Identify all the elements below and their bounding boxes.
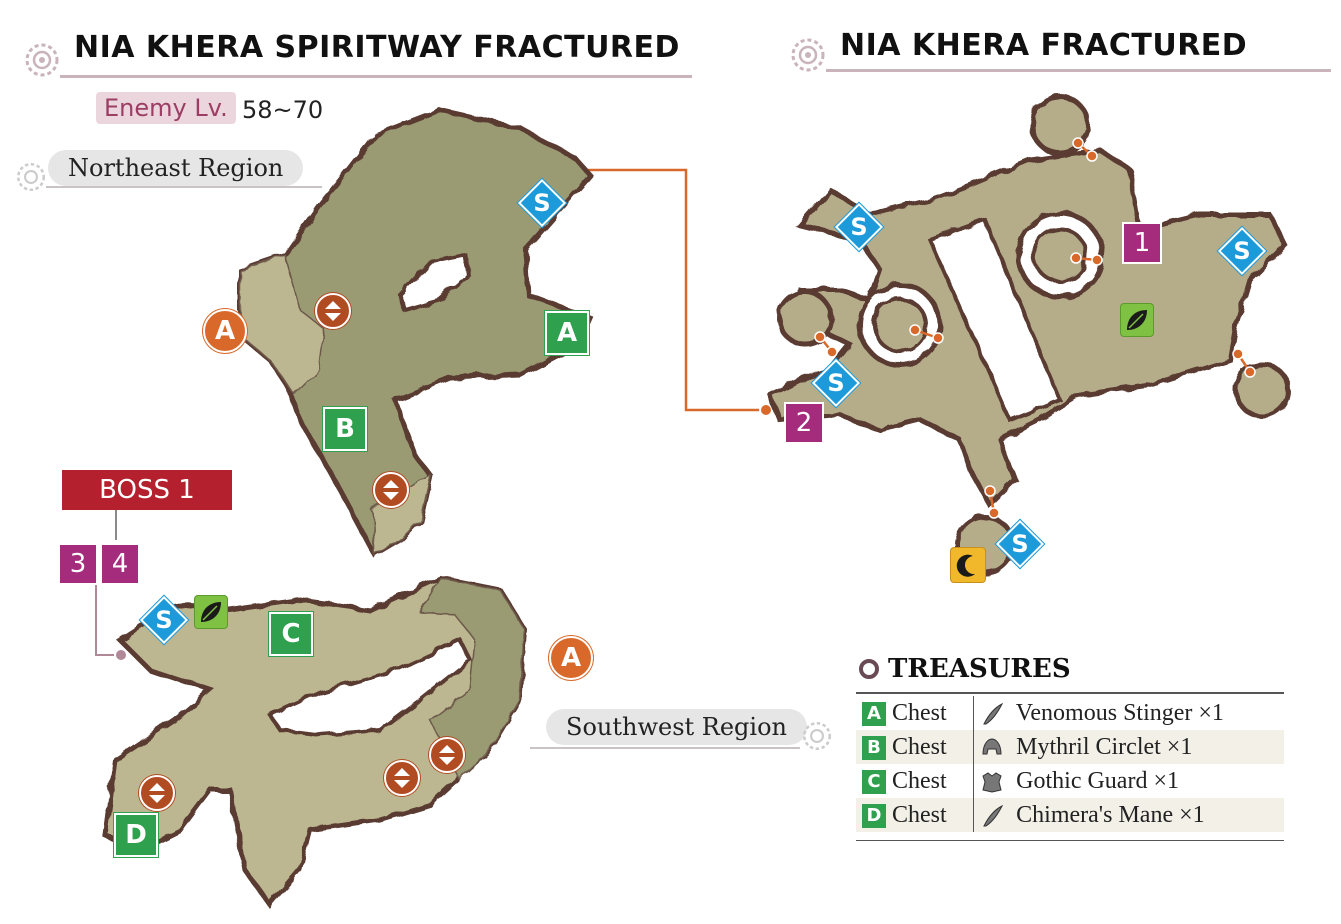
armor-icon: [982, 772, 1002, 793]
treasures-bottom-rule: [856, 840, 1284, 841]
treasure-item: Mythril Circlet ×1: [1016, 733, 1193, 760]
fractured-side-room-right: [1233, 361, 1291, 419]
save-point-letter: S: [1233, 237, 1251, 265]
table-row: A Chest Venomous Stinger ×1: [856, 696, 1284, 730]
chest-marker-d[interactable]: D: [114, 813, 158, 857]
leaf-icon[interactable]: [194, 595, 228, 629]
orange-marker-a[interactable]: A: [203, 309, 247, 353]
treasure-item: Gothic Guard ×1: [1016, 767, 1179, 794]
treasure-type-cell: C Chest: [856, 764, 975, 798]
chest-letter-badge: D: [862, 803, 886, 828]
orange-marker-a[interactable]: A: [549, 636, 593, 680]
fractured-ring-right-core: [1032, 227, 1088, 283]
table-row: D Chest Chimera's Mane ×1: [856, 798, 1284, 832]
boss-entry-dot: [114, 648, 128, 662]
moon-icon[interactable]: [950, 547, 986, 583]
stairs-icon[interactable]: [315, 293, 351, 329]
save-point-letter: S: [533, 189, 551, 217]
southwest-region-line: [530, 747, 800, 749]
table-row: C Chest Gothic Guard ×1: [856, 764, 1284, 798]
gear-icon: [791, 38, 825, 72]
save-point-letter: S: [850, 213, 868, 241]
southwest-region-label: Southwest Region: [546, 709, 808, 745]
leaf-icon[interactable]: [1120, 303, 1154, 337]
left-map-title: NIA KHERA SPIRITWAY FRACTURED: [74, 30, 680, 65]
treasure-type: Chest: [892, 767, 947, 794]
boss-area-number-4[interactable]: 4: [100, 543, 140, 585]
treasure-item: Venomous Stinger ×1: [1015, 699, 1224, 726]
save-point-letter: S: [155, 606, 173, 634]
northeast-region-line: [46, 186, 322, 188]
claw-icon: [983, 702, 1004, 725]
northeast-region-label: Northeast Region: [48, 150, 304, 186]
treasure-type: Chest: [892, 733, 947, 760]
treasure-item-cell: Mythril Circlet ×1: [973, 730, 1284, 764]
area-number-1[interactable]: 1: [1122, 222, 1162, 264]
claw-icon: [983, 804, 1004, 827]
helmet-icon: [982, 738, 1002, 755]
chest-marker-c[interactable]: C: [269, 612, 313, 656]
stairs-icon[interactable]: [139, 775, 175, 811]
fractured-inner-rect: [927, 217, 1063, 423]
map-connector-line: [574, 168, 766, 412]
left-title-rule: [60, 75, 692, 78]
chest-letter-badge: B: [862, 735, 886, 760]
treasure-type-cell: D Chest: [856, 798, 975, 832]
chest-marker-a[interactable]: A: [545, 311, 589, 355]
northeast-hole: [397, 252, 471, 313]
stairs-icon[interactable]: [384, 760, 420, 796]
northeast-light-bottom: [371, 473, 432, 557]
northeast-light-left: [239, 254, 326, 397]
chest-letter-badge: A: [862, 701, 886, 726]
treasure-type-cell: A Chest: [856, 696, 975, 730]
area-number-2[interactable]: 2: [784, 402, 824, 444]
treasure-item-cell: Venomous Stinger ×1: [974, 696, 1284, 730]
treasure-item: Chimera's Mane ×1: [1016, 801, 1205, 828]
treasure-type-cell: B Chest: [856, 730, 975, 764]
boss-banner[interactable]: BOSS 1: [62, 470, 232, 510]
chest-marker-b[interactable]: B: [323, 407, 367, 451]
boss-area-number-3[interactable]: 3: [58, 543, 98, 585]
right-map-title: NIA KHERA FRACTURED: [840, 28, 1248, 63]
treasure-item-cell: Chimera's Mane ×1: [973, 798, 1284, 832]
enemy-level-value: 58~70: [242, 96, 324, 124]
fractured-connectors: [814, 137, 1256, 519]
treasures-table: A Chest Venomous Stinger ×1 B Chest Myth…: [856, 696, 1284, 832]
gear-icon: [802, 721, 832, 751]
treasures-rule: [856, 692, 1284, 694]
save-point-letter: S: [827, 369, 845, 397]
boss-entry-line: [95, 583, 120, 656]
chest-letter-badge: C: [862, 769, 886, 794]
ring-bullet-icon: [859, 659, 879, 679]
southwest-hole: [267, 637, 473, 738]
save-point-letter: S: [1011, 530, 1029, 558]
fractured-ring-left-core: [872, 297, 928, 353]
treasure-item-cell: Gothic Guard ×1: [974, 764, 1284, 798]
enemy-level-label: Enemy Lv.: [96, 92, 236, 124]
treasure-type: Chest: [892, 699, 947, 726]
stairs-icon[interactable]: [429, 737, 465, 773]
treasure-type: Chest: [892, 801, 947, 828]
gear-icon: [16, 162, 46, 192]
stairs-icon[interactable]: [373, 472, 409, 508]
table-row: B Chest Mythril Circlet ×1: [856, 730, 1284, 764]
gear-icon: [25, 43, 59, 77]
connector-dot: [759, 403, 773, 417]
treasures-heading: TREASURES: [888, 654, 1071, 684]
fractured-side-room-left: [776, 289, 834, 347]
right-title-rule: [826, 69, 1331, 72]
